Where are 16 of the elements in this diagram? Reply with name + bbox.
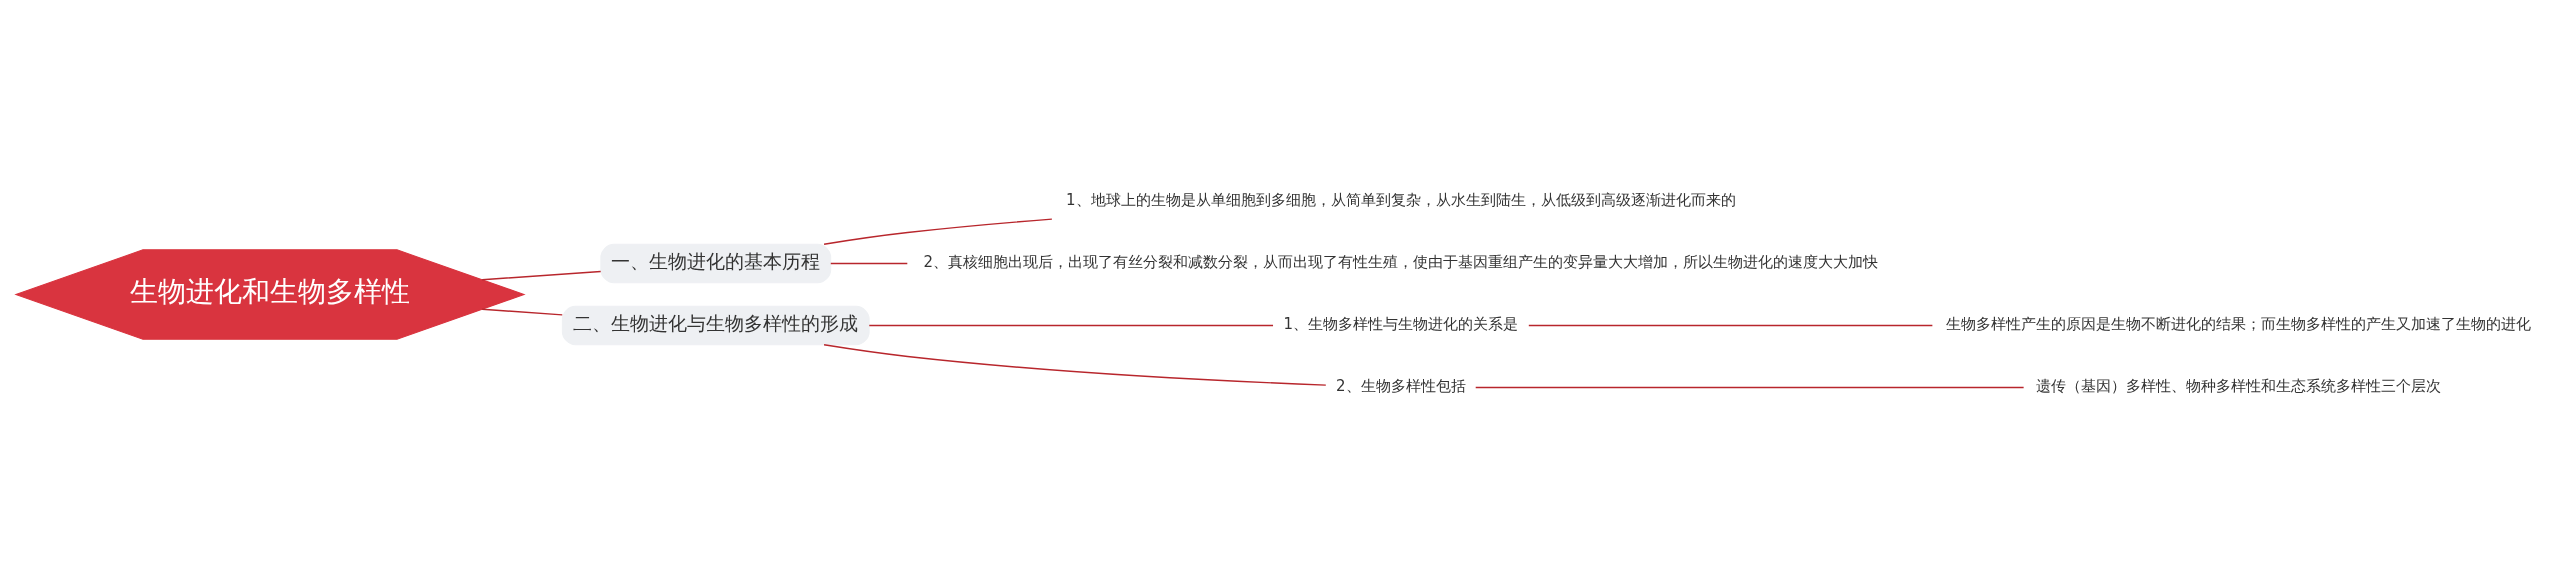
connector bbox=[481, 270, 602, 280]
connector bbox=[823, 217, 1053, 245]
node-text: 2、生物多样性包括 bbox=[1336, 376, 1466, 395]
connector bbox=[868, 324, 1274, 326]
connector bbox=[823, 343, 1327, 386]
node-text: 2、真核细胞出现后，出现了有丝分裂和减数分裂，从而出现了有性生殖，使由于基因重组产生的变异量大大增加，所以生物进化的速度大大加快 bbox=[923, 252, 1879, 271]
connector bbox=[830, 262, 908, 264]
node-box: 二、生物进化与生物多样性的形成 bbox=[561, 305, 870, 345]
node-box: 一、生物进化的基本历程 bbox=[600, 243, 832, 283]
connector bbox=[1475, 386, 2025, 388]
node-text: 生物多样性产生的原因是生物不断进化的结果；而生物多样性的产生又加速了生物的进化 bbox=[1945, 314, 2531, 333]
node-text: 1、地球上的生物是从单细胞到多细胞，从简单到复杂，从水生到陆生，从低级到高级逐渐进化而来的 bbox=[1066, 190, 1736, 209]
connector bbox=[481, 308, 563, 316]
node-text: 遗传（基因）多样性、物种多样性和生态系统多样性三个层次 bbox=[2035, 376, 2441, 395]
connector bbox=[1528, 324, 1934, 326]
node-text: 1、生物多样性与生物进化的关系是 bbox=[1283, 314, 1519, 333]
